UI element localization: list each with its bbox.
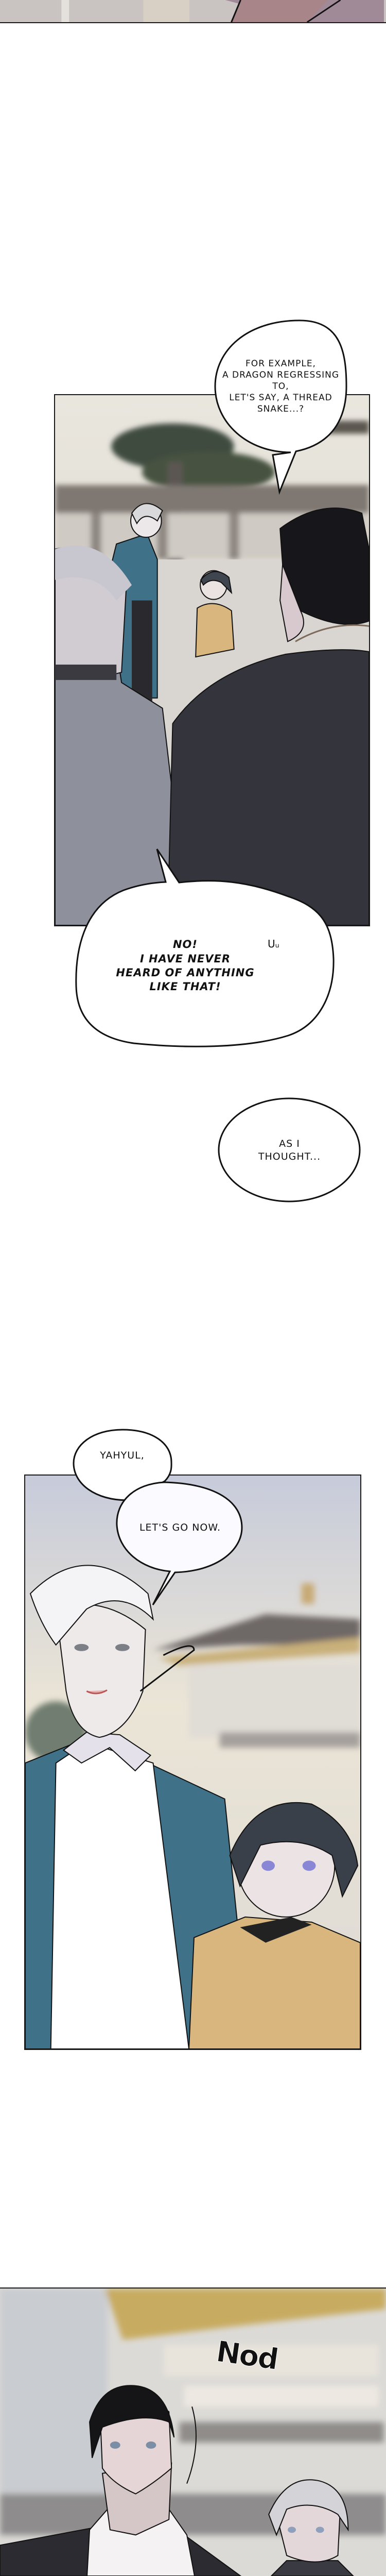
panel-courtyard-scene [54, 394, 370, 926]
blurred-palace [0, 2289, 386, 2535]
grey-haired-man-back [55, 545, 189, 925]
sweat-marks: Uᵤ [268, 938, 279, 950]
dark-haired-man [0, 2385, 242, 2576]
panel-yahyul-scene [24, 1475, 361, 2050]
panel-nod-scene [0, 2287, 386, 2576]
bubble-never-heard-text: No! I have never heard of anything like … [116, 938, 255, 993]
bubble-example-text: For example, a dragon regressing to, let… [222, 358, 340, 415]
bubble-yahyul-text: Yahyul, [100, 1449, 145, 1461]
bubble-as-i-thought-text: As I thought... [258, 1138, 321, 1162]
grey-haired-old-man [268, 2479, 354, 2576]
small-boy-yellow-robe [195, 570, 235, 658]
dark-haired-boy [188, 1802, 360, 2049]
bubble-lets-go-text: Let's go now. [139, 1521, 221, 1533]
previous-panel-bottom [0, 0, 386, 23]
sfx-nod: Nod [214, 2335, 280, 2377]
blurred-pavilion [25, 1583, 360, 1763]
